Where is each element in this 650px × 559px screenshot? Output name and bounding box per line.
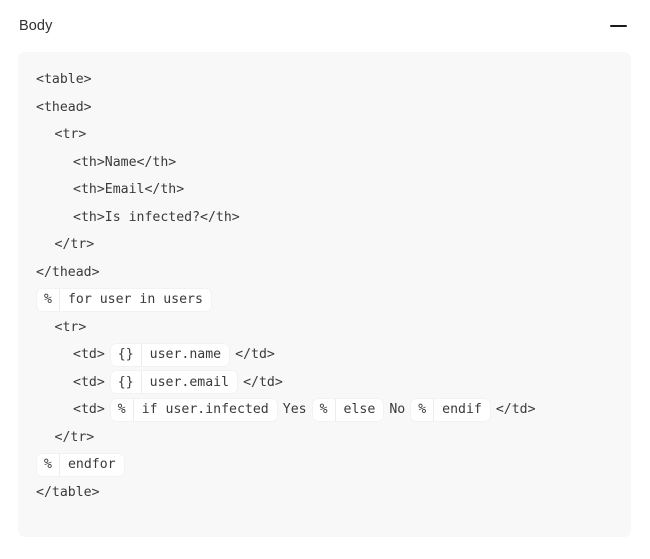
code-text: <th>Email</th> xyxy=(73,182,185,198)
code-text: Yes xyxy=(282,402,307,418)
code-editor-panel[interactable]: <table> <thead> <tr> <th>Name</th> <th>Email… xyxy=(18,52,631,537)
chip-expression[interactable]: if user.infected xyxy=(141,402,269,418)
code-line[interactable]: </table> xyxy=(28,479,615,507)
chip-sigil: % xyxy=(418,402,427,418)
chip-sigil: {} xyxy=(117,347,134,363)
chip-expression[interactable]: user.name xyxy=(149,347,222,363)
code-line[interactable]: % for user in users xyxy=(28,286,615,314)
chip-divider xyxy=(140,371,142,394)
code-text: </tr> xyxy=(54,429,95,445)
code-text: <table> xyxy=(36,72,92,88)
code-text: </tr> xyxy=(54,237,95,253)
code-line[interactable]: <table> xyxy=(28,66,615,94)
template-tag-chip[interactable]: % else xyxy=(312,398,384,421)
code-text: </td> xyxy=(235,347,275,363)
template-tag-chip[interactable]: {} user.email xyxy=(110,371,238,394)
code-line[interactable]: <th>Email</th> xyxy=(28,176,615,204)
chip-expression[interactable]: endfor xyxy=(67,457,116,473)
chip-expression[interactable]: else xyxy=(343,402,376,418)
chip-sigil: % xyxy=(117,402,126,418)
code-text: <td> xyxy=(73,347,105,363)
page-title: Body xyxy=(19,17,53,34)
code-line[interactable]: <td>% if user.infected Yes% else No% endif </t… xyxy=(28,396,615,424)
code-text: </td> xyxy=(495,402,536,418)
chip-sigil: % xyxy=(44,292,52,308)
code-text: </thead> xyxy=(36,264,100,280)
chip-expression[interactable]: for user in users xyxy=(67,292,203,308)
code-line[interactable]: <th>Name</th> xyxy=(28,149,615,177)
code-text: </table> xyxy=(36,484,100,500)
template-tag-chip[interactable]: % endif xyxy=(411,398,490,421)
code-text: <td> xyxy=(73,374,105,390)
code-text: </td> xyxy=(243,374,283,390)
template-tag-chip[interactable]: {} user.name xyxy=(110,343,230,366)
chip-expression[interactable]: endif xyxy=(442,402,482,418)
code-text: <tr> xyxy=(54,127,87,143)
minus-icon xyxy=(609,25,627,27)
code-line[interactable]: <thead> xyxy=(28,94,615,122)
chip-divider xyxy=(58,288,60,311)
chip-divider xyxy=(58,453,60,476)
code-text: <td> xyxy=(73,402,105,418)
code-line[interactable]: <td> {} user.name </td> xyxy=(28,341,615,369)
code-line[interactable]: </thead> xyxy=(28,259,615,287)
chip-divider xyxy=(334,398,336,421)
chip-divider xyxy=(132,398,134,421)
chip-divider xyxy=(140,343,142,366)
code-text: <th>Is infected?</th> xyxy=(73,209,240,225)
collapse-button[interactable] xyxy=(606,14,630,38)
chip-sigil: % xyxy=(44,457,52,473)
body-panel-header: Body xyxy=(0,0,650,52)
code-line[interactable]: % endfor xyxy=(28,451,615,479)
chip-expression[interactable]: user.email xyxy=(149,374,230,390)
code-line[interactable]: <th>Is infected?</th> xyxy=(28,204,615,232)
code-line[interactable]: </tr> xyxy=(28,424,615,452)
code-text: No xyxy=(389,402,406,418)
template-tag-chip[interactable]: % endfor xyxy=(37,453,124,476)
chip-divider xyxy=(433,398,435,421)
chip-sigil: % xyxy=(319,402,328,418)
code-text: <thead> xyxy=(36,99,92,115)
code-text: <th>Name</th> xyxy=(73,154,177,170)
code-text: <tr> xyxy=(54,319,87,335)
template-tag-chip[interactable]: % if user.infected xyxy=(110,398,277,421)
template-tag-chip[interactable]: % for user in users xyxy=(37,288,211,311)
chip-sigil: {} xyxy=(117,374,134,390)
code-line[interactable]: </tr> xyxy=(28,231,615,259)
code-line[interactable]: <td> {} user.email </td> xyxy=(28,369,615,397)
code-line[interactable]: <tr> xyxy=(28,314,615,342)
code-line[interactable]: <tr> xyxy=(28,121,615,149)
